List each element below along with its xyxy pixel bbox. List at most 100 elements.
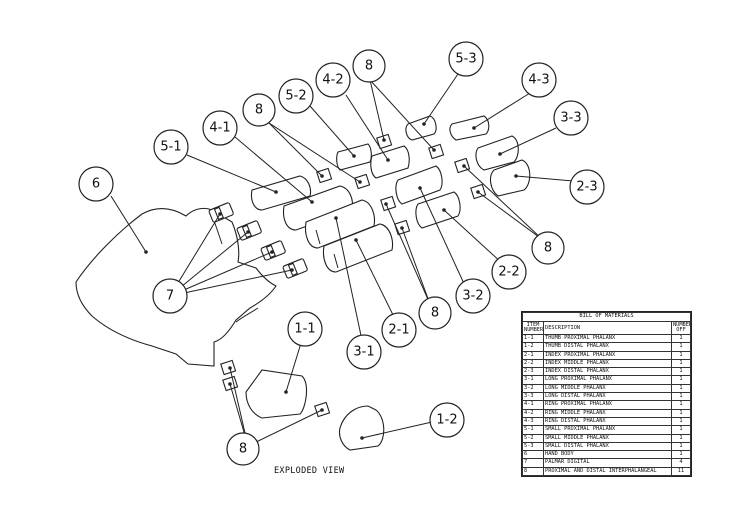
bom-description: SMALL MIDDLE PHALANX — [543, 433, 672, 443]
thumb-distal-phalanx — [338, 405, 385, 451]
bom-title: BILL OF MATERIALS — [522, 312, 691, 322]
palmar-digital-4 — [282, 258, 308, 279]
bom-item: 5-3 — [522, 441, 544, 452]
bom-item: 4-1 — [522, 400, 544, 410]
balloon-2-2: 2-2 — [491, 254, 527, 290]
balloon-8-e: 8 — [226, 432, 260, 466]
bom-item: 3-3 — [522, 392, 544, 402]
bom-description: PALMAR DIGITAL — [543, 458, 672, 468]
bom-item: 5-2 — [522, 433, 544, 443]
bom-item: 3-1 — [522, 375, 544, 385]
bom-qty: 1 — [670, 450, 692, 460]
bom-header-item: ITEM NUMBER — [522, 321, 544, 335]
bom-description: THUMB DISTAL PHALANX — [543, 342, 672, 352]
bom-qty: 1 — [670, 441, 692, 452]
bom-description: PROXIMAL AND DISTAL INTERPHALANGEAL — [543, 466, 672, 477]
balloon-5-2: 5-2 — [278, 78, 314, 114]
bom-description: SMALL PROXIMAL PHALANX — [543, 425, 672, 435]
bom-qty: 11 — [670, 466, 692, 477]
svg-text:2-2: 2-2 — [498, 265, 519, 280]
svg-text:8: 8 — [431, 306, 439, 321]
bom-qty: 1 — [670, 433, 692, 443]
bom-qty: 1 — [670, 392, 692, 402]
svg-text:4-3: 4-3 — [528, 73, 549, 88]
balloon-8-b: 8 — [352, 49, 386, 83]
bom-description: RING PROXIMAL PHALANX — [543, 400, 672, 410]
bom-description: LONG DISTAL PHALANX — [543, 392, 672, 402]
bom-qty: 1 — [670, 408, 692, 418]
svg-text:3-1: 3-1 — [353, 345, 374, 360]
svg-text:5-2: 5-2 — [285, 89, 306, 104]
svg-text:6: 6 — [92, 177, 100, 192]
thumb-proximal-phalanx — [245, 369, 308, 419]
bom-description: INDEX PROXIMAL PHALANX — [543, 350, 672, 360]
exploded-view-caption: EXPLODED VIEW — [274, 466, 345, 476]
bom-description: LONG PROXIMAL PHALANX — [543, 375, 672, 385]
bom-qty: 4 — [670, 458, 692, 468]
ring-distal-phalanx — [449, 115, 490, 141]
palmar-digital-1 — [208, 202, 234, 223]
bom-description: INDEX DISTAL PHALANX — [543, 367, 672, 377]
small-proximal-phalanx — [250, 175, 312, 211]
bom-item: 2-2 — [522, 358, 544, 369]
bom-qty: 1 — [670, 383, 692, 394]
balloon-5-1: 5-1 — [153, 129, 189, 165]
bom-qty: 1 — [670, 342, 692, 352]
balloon-4-1: 4-1 — [202, 110, 238, 146]
svg-text:4-1: 4-1 — [209, 121, 230, 136]
svg-text:1-1: 1-1 — [294, 322, 315, 337]
bom-qty: 1 — [670, 350, 692, 360]
svg-text:8: 8 — [255, 103, 263, 118]
balloon-3-1: 3-1 — [346, 334, 382, 370]
svg-text:5-1: 5-1 — [160, 140, 181, 155]
long-middle-phalanx — [395, 165, 443, 205]
svg-text:8: 8 — [239, 442, 247, 457]
bom-item: 3-2 — [522, 383, 544, 394]
svg-text:2-1: 2-1 — [388, 323, 409, 338]
balloon-4-2: 4-2 — [315, 62, 351, 98]
bom-qty: 1 — [670, 400, 692, 410]
balloon-3-3: 3-3 — [553, 100, 589, 136]
balloon-8-a: 8 — [242, 93, 276, 127]
svg-text:7: 7 — [166, 289, 174, 304]
bom-qty: 1 — [670, 358, 692, 369]
bom-item: 1-2 — [522, 342, 544, 352]
balloon-7: 7 — [152, 278, 188, 314]
svg-text:3-3: 3-3 — [560, 111, 581, 126]
svg-text:1-2: 1-2 — [436, 413, 457, 428]
bom-description: HAND BODY — [543, 450, 672, 460]
bom-description: THUMB PROXIMAL PHALANX — [543, 333, 672, 344]
balloon-1-2: 1-2 — [429, 402, 465, 438]
index-middle-phalanx — [415, 191, 461, 229]
bom-item: 8 — [522, 466, 544, 477]
balloon-3-2: 3-2 — [455, 278, 491, 314]
bom-description: LONG MIDDLE PHALANX — [543, 383, 672, 394]
bill-of-materials: BILL OF MATERIALS ITEM NUMBER DESCRIPTIO… — [521, 311, 692, 478]
bom-qty: 1 — [670, 416, 692, 427]
ring-middle-phalanx — [370, 145, 410, 179]
bom-item: 4-2 — [522, 408, 544, 418]
bom-item: 2-1 — [522, 350, 544, 360]
balloon-6: 6 — [78, 166, 114, 202]
bom-description: INDEX MIDDLE PHALANX — [543, 358, 672, 369]
balloon-8-d: 8 — [418, 296, 452, 330]
svg-text:2-3: 2-3 — [576, 180, 597, 195]
balloon-8-c: 8 — [531, 231, 565, 265]
bom-header-description: DESCRIPTION — [543, 321, 672, 335]
long-distal-phalanx — [475, 135, 519, 171]
bom-qty: 1 — [670, 375, 692, 385]
bom-description: RING DISTAL PHALANX — [543, 416, 672, 427]
